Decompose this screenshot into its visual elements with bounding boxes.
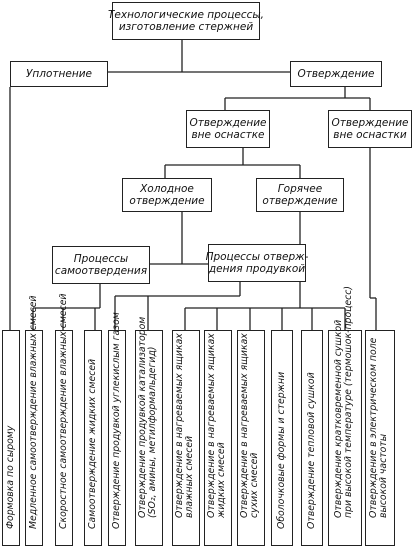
leaf-label: Отверждение тепловой сушкой: [306, 371, 317, 529]
curing-node: Отверждение: [290, 61, 382, 87]
blowing-curing-processes-node: Процессы отверж- дения продувкой: [206, 244, 308, 282]
leaf-label: Самоотверждение жидких смесей: [87, 358, 98, 529]
leaf-label: Оболочковые формы и стержни: [276, 371, 287, 529]
leaf-box: Оболочковые формы и стержни: [271, 330, 293, 546]
leaf-box: Медленное самоотверждение влажных смесей: [25, 295, 43, 546]
root-node: Технологические процессы, изготовление с…: [108, 2, 264, 40]
leaf-label: Отверждение в нагреваемых ящиках жидких …: [206, 333, 228, 519]
hot-curing-node: Горячее отверждение: [256, 178, 344, 212]
leaf-box: Самоотверждение жидких смесей: [84, 330, 102, 546]
cold-curing-node: Холодное отверждение: [122, 178, 212, 212]
curing-outside-tooling-node: Отверждение вне оснастке: [186, 110, 270, 148]
leaf-label: Отверждение в электрическом поле высокой…: [368, 337, 390, 519]
leaf-box: Отверждение в электрическом поле высокой…: [365, 330, 395, 546]
leaf-label: Отверждение продувкой катализатором (SO₂…: [137, 316, 159, 519]
leaf-box: Отверждение в нагреваемых ящиках сухих с…: [237, 330, 265, 546]
leaf-label: Формовка по сырому: [5, 425, 16, 529]
compaction-node: Уплотнение: [10, 61, 108, 87]
leaf-box: Отверждение кратковременной сушкой при в…: [328, 286, 362, 546]
leaf-box: Отверждение тепловой сушкой: [301, 330, 323, 546]
self-curing-processes-node: Процессы самоотвердения: [52, 246, 150, 284]
leaf-box: Скоростное самоотверждение влажных смесе…: [55, 293, 73, 546]
leaf-label: Отверждение продувкой углекислым газом: [111, 311, 122, 529]
leaf-label: Отверждение в нагреваемых ящиках влажных…: [174, 333, 196, 519]
leaf-box: Отверждение продувкой углекислым газом: [108, 312, 126, 546]
leaf-box: Формовка по сырому: [2, 330, 20, 546]
leaf-box: Отверждение в нагреваемых ящиках жидких …: [204, 330, 232, 546]
leaf-label: Медленное самоотверждение влажных смесей: [28, 295, 39, 529]
leaf-label: Отверждение в нагреваемых ящиках сухих с…: [239, 333, 261, 519]
leaf-label: Отверждение кратковременной сушкой при в…: [333, 286, 355, 519]
leaf-box: Отверждение продувкой катализатором (SO₂…: [135, 317, 163, 546]
leaf-box: Отверждение в нагреваемых ящиках влажных…: [172, 330, 200, 546]
leaf-label: Скоростное самоотверждение влажных смесе…: [58, 293, 69, 529]
curing-outside-tooling-2-node: Отверждение вне оснастки: [328, 110, 412, 148]
